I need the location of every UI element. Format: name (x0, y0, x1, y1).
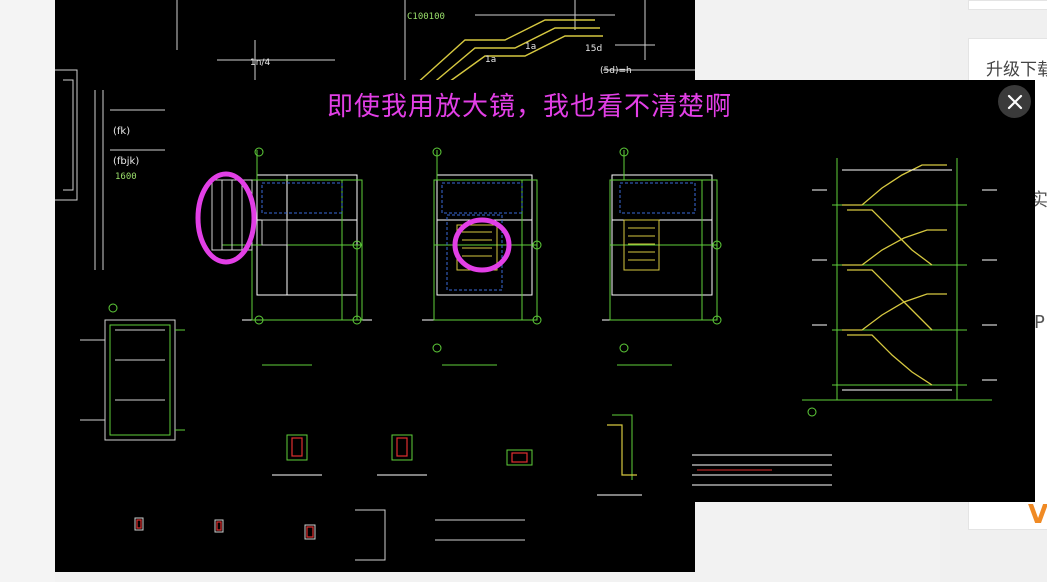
vip-logo: VIP (1028, 500, 1047, 530)
close-button[interactable] (998, 85, 1031, 118)
bg-label-1600: 1600 (115, 172, 137, 182)
bg-label-fk: (fk) (113, 126, 131, 137)
bg-label-1a-left: 1a (485, 55, 497, 65)
bg-label-c100: C100100 (407, 12, 445, 22)
close-icon (1007, 94, 1022, 109)
bg-label-15d: 15d (585, 44, 603, 54)
sidebar-fragment-text-2: P (1034, 312, 1045, 333)
page-left-strip (0, 0, 55, 582)
bg-label-5d-h: (5d)=h (600, 66, 632, 76)
highlight-circle-center (452, 217, 512, 273)
image-viewer-overlay: 即使我用放大镜，我也看不清楚啊 (192, 80, 1035, 502)
right-card-top (968, 0, 1047, 10)
bg-label-fbjk: (fbjk) (113, 156, 140, 167)
upgrade-download-link[interactable]: 升级下载 (986, 60, 1047, 80)
highlight-circle-left (195, 171, 257, 265)
bg-label-1a-right: 1a (525, 42, 537, 52)
bg-label-span: 1n/4 (250, 58, 271, 68)
overlay-caption: 即使我用放大镜，我也看不清楚啊 (327, 92, 733, 122)
cad-drawing-enlarged (195, 147, 997, 496)
